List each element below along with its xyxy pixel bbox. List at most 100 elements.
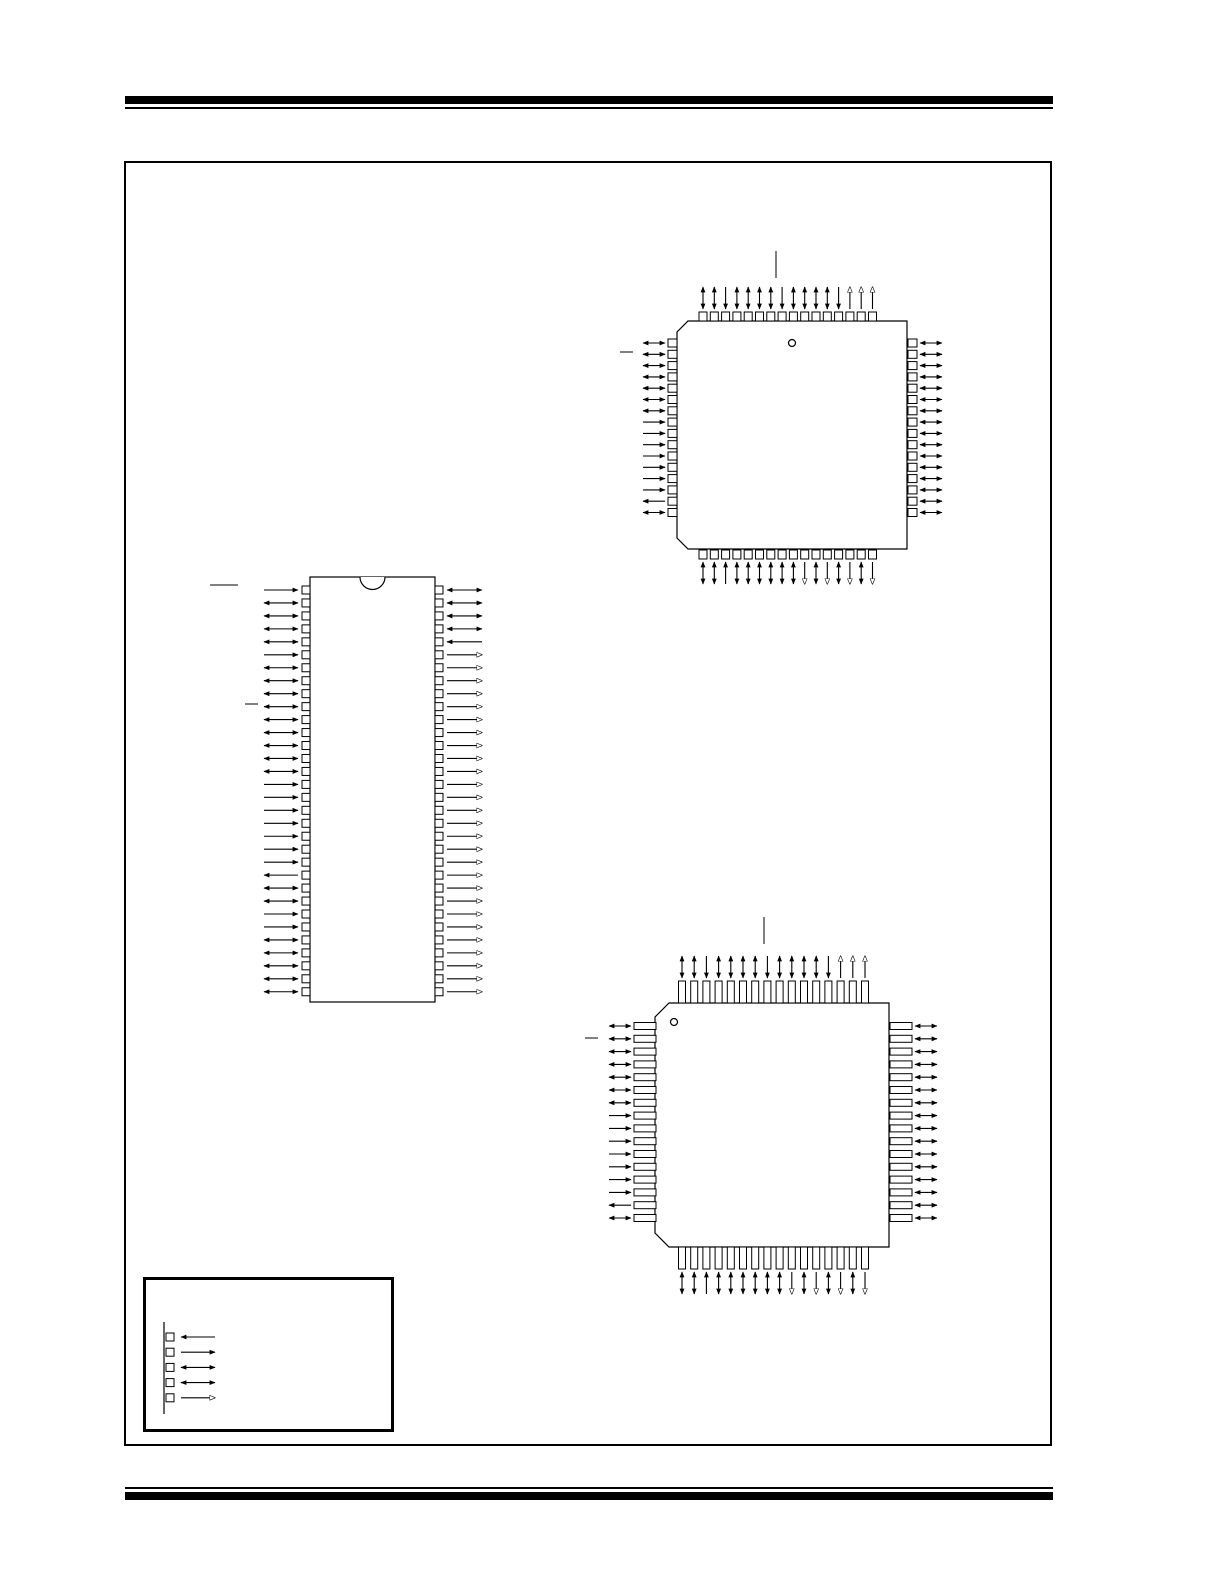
pin-one-indicator <box>669 1017 679 1027</box>
pin-pad <box>165 1378 175 1388</box>
pin-pad <box>743 311 753 322</box>
pin-pad <box>165 1362 175 1372</box>
pin-pad <box>800 980 808 1004</box>
pin-pad <box>787 980 796 1004</box>
pin-pad <box>751 1246 760 1270</box>
pin-pad <box>434 715 444 725</box>
pin-pad <box>434 792 444 802</box>
pin-pad <box>301 702 311 712</box>
pin-pad <box>434 728 444 738</box>
pin-pad <box>822 549 832 560</box>
pin-pad <box>434 961 444 971</box>
pin-pad <box>434 689 444 699</box>
pin-pad <box>800 549 810 560</box>
pin-pad <box>301 818 311 828</box>
pin-pad <box>907 428 918 438</box>
pin-pad <box>434 663 444 673</box>
pin-pad <box>434 831 444 841</box>
pin-pad <box>633 1034 657 1043</box>
pin-pad <box>690 980 699 1004</box>
legend-symbols <box>163 1322 216 1414</box>
pin-pad <box>889 1150 913 1158</box>
pin-pad <box>812 980 821 1004</box>
dip-package <box>210 576 483 1003</box>
pin-pad <box>434 624 444 634</box>
pin-pad <box>301 961 311 971</box>
pin-pad <box>434 922 444 932</box>
pin-pad <box>301 870 311 880</box>
pin-pad <box>907 417 918 427</box>
pin-pad <box>763 1246 772 1270</box>
pin-pad <box>633 1150 657 1158</box>
pin-pad <box>667 417 678 427</box>
pin-pad <box>434 598 444 608</box>
pin-pad <box>301 637 311 647</box>
pin-pad <box>434 805 444 815</box>
pin-pad <box>777 311 787 322</box>
pin-pad <box>667 395 678 404</box>
pin-pad <box>633 1060 657 1069</box>
pin-pad <box>434 650 444 660</box>
pin-pad <box>301 987 311 997</box>
pin-pad <box>434 741 444 751</box>
pin-pad <box>667 496 678 506</box>
pin-pad <box>739 980 747 1004</box>
pin-pad <box>848 1246 857 1270</box>
pin-pad <box>667 428 678 438</box>
pin-pad <box>907 474 918 484</box>
pin-pad <box>889 1073 913 1082</box>
pin-pad <box>633 1124 657 1133</box>
pin-pad <box>633 1022 657 1030</box>
pin-pad <box>739 1246 747 1270</box>
pin-pad <box>714 1246 723 1270</box>
pin-pad <box>836 1246 845 1270</box>
pin-pad <box>907 383 918 393</box>
pin-pad <box>800 1246 808 1270</box>
dip-body <box>309 576 436 1003</box>
pin-pad <box>698 311 708 322</box>
pin-pad <box>434 702 444 712</box>
pin-pad <box>434 779 444 789</box>
pin-one-indicator <box>787 338 797 348</box>
pin-pad <box>301 922 311 932</box>
pin-pad <box>301 974 311 984</box>
pin-pad <box>726 1246 735 1270</box>
pin-pad <box>434 585 444 595</box>
pin-pad <box>434 909 444 919</box>
pin-pad <box>690 1246 699 1270</box>
pin-pad <box>889 1111 913 1120</box>
pin-pad <box>667 485 678 495</box>
pin-pad <box>907 485 918 495</box>
pin-pad <box>709 549 719 560</box>
pin-pad <box>889 1201 913 1210</box>
pin-pad <box>907 338 918 348</box>
pin-pad <box>434 935 444 945</box>
pin-pad <box>889 1124 913 1133</box>
footer-rule-thin <box>125 1487 1053 1489</box>
pin-pad <box>889 1086 913 1094</box>
pin-pad <box>633 1098 657 1107</box>
pin-pad <box>633 1175 657 1184</box>
pin-pad <box>824 1246 833 1270</box>
pin-pad <box>434 676 444 686</box>
pin-pad <box>678 980 686 1004</box>
pin-pad <box>889 1162 913 1171</box>
pin-pad <box>702 980 711 1004</box>
pin-pad <box>788 549 798 560</box>
pin-pad <box>907 508 918 517</box>
pin-pad <box>434 896 444 906</box>
pin-pad <box>907 349 918 359</box>
pin-pad <box>721 549 731 560</box>
pin-pad <box>434 883 444 893</box>
pin-pad <box>709 311 719 322</box>
header-rule-thick <box>125 96 1053 104</box>
pin-pad <box>848 980 857 1004</box>
tqfp-large-package <box>585 917 938 1295</box>
pin-pad <box>434 753 444 763</box>
pin-pad <box>434 987 444 997</box>
pin-pad <box>907 451 918 461</box>
tqfp-large-body <box>654 1002 890 1248</box>
pin-pad <box>889 1060 913 1069</box>
pin-pad <box>763 980 772 1004</box>
pin-pad <box>301 766 311 776</box>
